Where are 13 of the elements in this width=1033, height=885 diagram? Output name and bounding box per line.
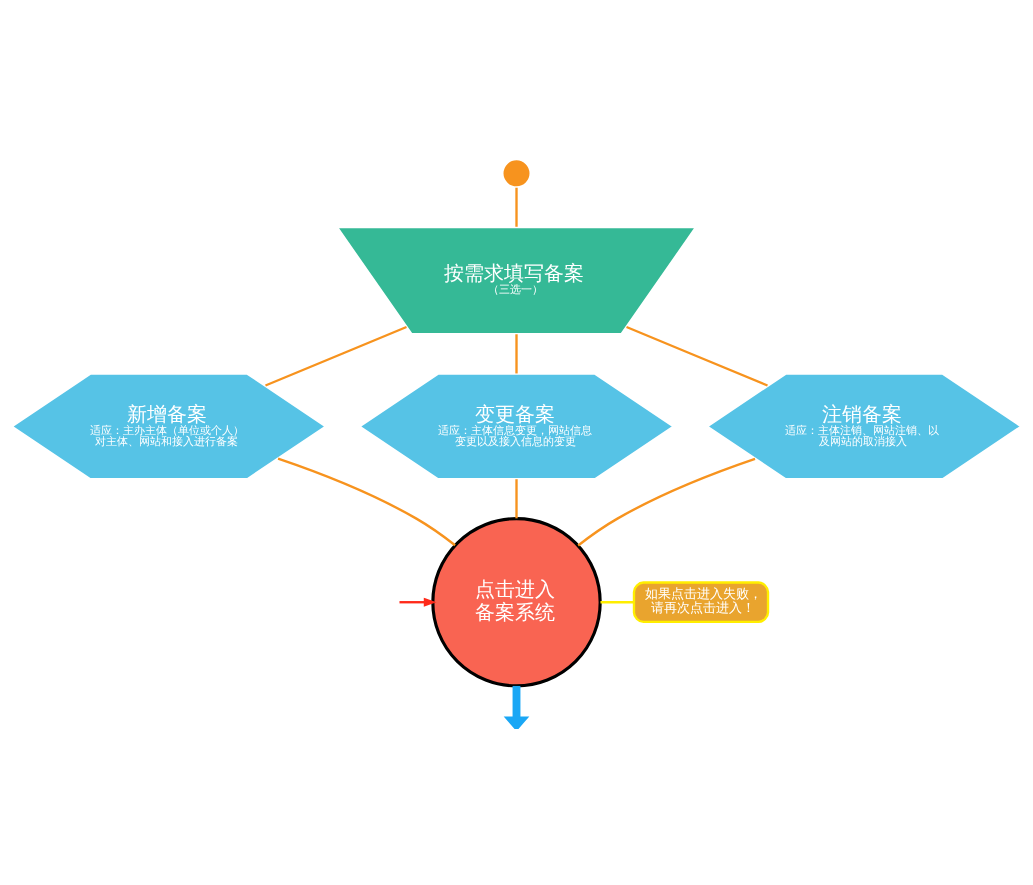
connector: [577, 457, 756, 547]
connector: [600, 601, 634, 604]
connector: [515, 479, 518, 519]
arrow: [399, 597, 437, 607]
connector: [626, 325, 768, 387]
node-circle: 点击进入备案系统: [431, 516, 602, 688]
connector: [515, 187, 518, 227]
node-circle: [501, 157, 532, 189]
connector: [515, 334, 518, 374]
arrow: [503, 685, 530, 729]
node-box: 如果点击进入失败，请再次点击进入！: [632, 581, 770, 624]
connector: [277, 457, 456, 547]
connector: [265, 325, 407, 387]
